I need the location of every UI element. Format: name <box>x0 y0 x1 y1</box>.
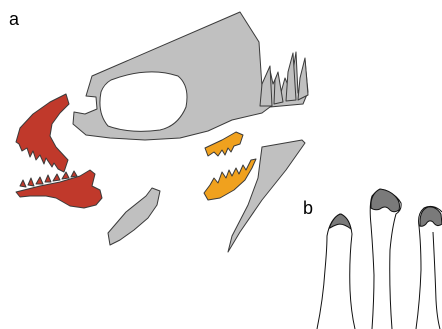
tooth-3-tip <box>420 207 442 226</box>
skull-diagram <box>16 12 308 252</box>
tooth-2 <box>370 189 401 329</box>
tooth-1-outline <box>317 214 355 329</box>
jaw-fragment-right <box>228 140 305 252</box>
tooth-1 <box>317 214 355 329</box>
skull-main <box>73 12 308 140</box>
maxilla-upper <box>205 132 243 156</box>
spike-4 <box>298 58 308 100</box>
tooth-1-tip <box>330 214 351 229</box>
maxilla-lower <box>204 159 256 200</box>
dentary <box>16 170 102 208</box>
spike-2 <box>274 72 283 104</box>
panel-label-b: b <box>303 198 313 218</box>
premaxilla <box>16 94 69 172</box>
tooth-2-tip <box>371 189 400 212</box>
jaw-fragment-left <box>108 188 160 245</box>
spike-1 <box>260 66 272 106</box>
teeth-diagram <box>317 189 442 329</box>
tooth-3-inner-line <box>433 232 440 329</box>
panel-label-a: a <box>9 9 20 29</box>
tooth-3 <box>416 206 442 329</box>
